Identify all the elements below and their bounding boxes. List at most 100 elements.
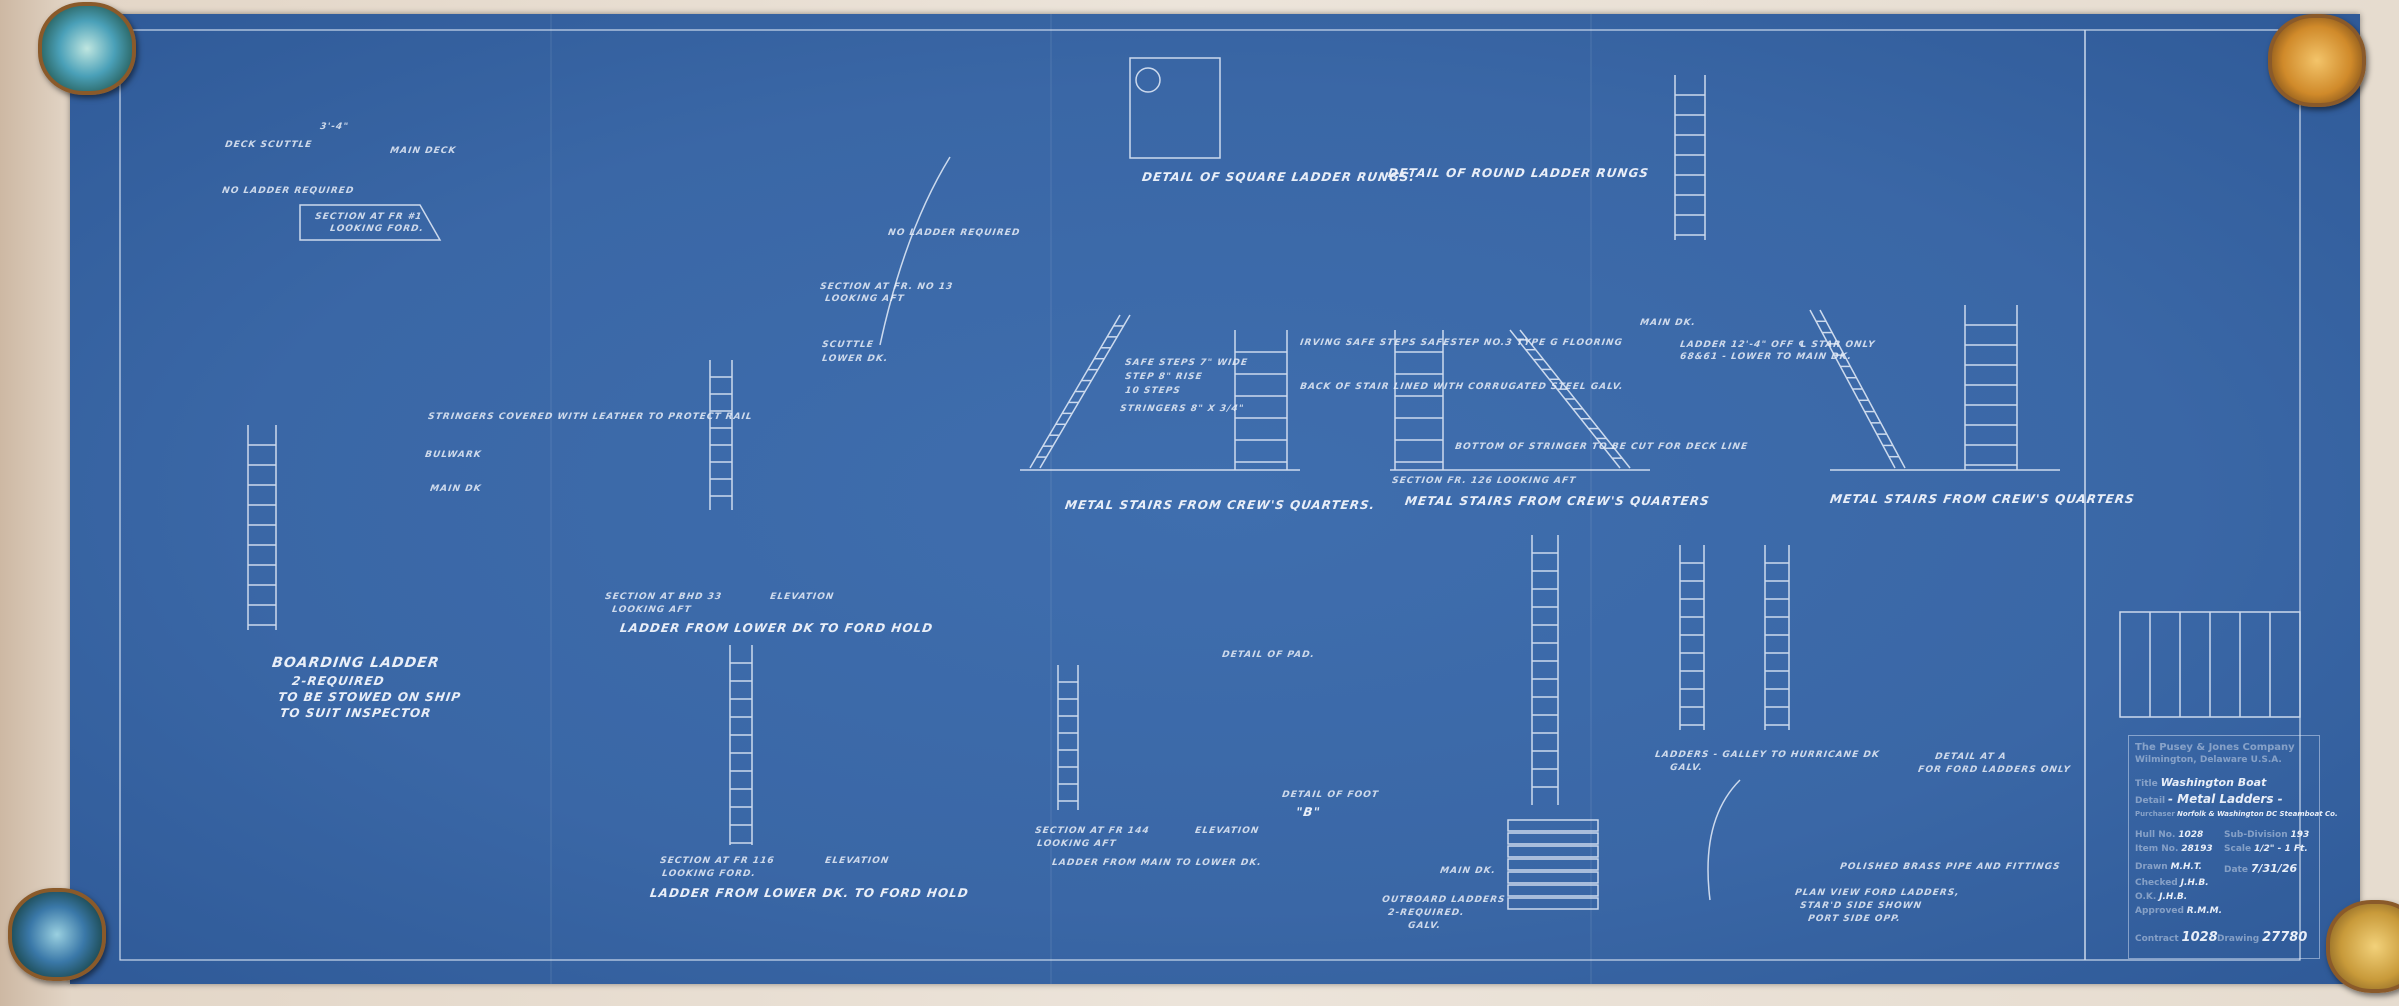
ok-value: J.H.B.: [2159, 892, 2188, 902]
checked-label: Checked: [2135, 878, 2178, 888]
corner-weight-coaster: [38, 2, 136, 95]
fold-line: [1050, 14, 1052, 984]
label-section-fr144: Section at Fr 144: [1034, 826, 1151, 836]
sheet-border: [119, 29, 2301, 961]
outboard-platform-step: [1507, 858, 1599, 871]
label-detail-pad: Detail of Pad.: [1221, 650, 1316, 660]
label-main-dk: Main Dk: [429, 484, 483, 494]
label-ladder-main-lower: Ladder from Main to Lower Dk.: [1051, 858, 1263, 868]
label-plan-view: Plan View Ford Ladders,: [1794, 888, 1961, 898]
label-scuttle: Scuttle: [821, 340, 875, 350]
corner-weight-coaster: [2268, 14, 2366, 107]
label-section-fr1-sub: Looking Ford.: [329, 224, 425, 234]
blueprint-sheet: [70, 14, 2360, 984]
label-brass-rail: Polished Brass Pipe and Fittings: [1839, 862, 2062, 872]
stairs-note: Bottom of Stringer to be cut for Deck Li…: [1454, 442, 1749, 452]
label-dim: 3'-4": [319, 122, 350, 132]
stairs-note: Stringers 8" x 3/4": [1119, 404, 1245, 414]
label-lower-dk: Lower Dk.: [821, 354, 889, 364]
label-outboard-main-dk: Main Dk.: [1439, 866, 1497, 876]
hull-label: Hull No.: [2135, 830, 2176, 840]
label-ladder-star: Ladder 12'-4" off ℄ Star only: [1679, 340, 1877, 350]
label-section-fr144-sub: Looking Aft: [1036, 839, 1118, 849]
stairs-note: Safe Steps 7" Wide: [1124, 358, 1249, 368]
label-round-rungs: Detail of Round Ladder Rungs: [1387, 166, 1650, 180]
label-bulwark: Bulwark: [424, 450, 483, 460]
label-elevation: Elevation: [769, 592, 835, 602]
approved-value: R.M.M.: [2186, 906, 2223, 916]
outboard-platform-step: [1507, 819, 1599, 832]
item-label: Item No.: [2135, 844, 2179, 854]
label-boarding-ladder-3: to be stowed on ship: [277, 690, 463, 704]
detail-label: Detail: [2135, 796, 2166, 806]
label-boarding-ladder-2: 2-Required: [291, 674, 386, 688]
label-section-fr13-sub: Looking Aft: [824, 294, 906, 304]
stairs-note: Irving Safe Steps Safestep No.3 Type G F…: [1299, 338, 1624, 348]
outboard-platform-step: [1507, 845, 1599, 858]
label-stringers-leather: Stringers covered with leather to protec…: [427, 412, 754, 422]
sub-label: Sub-Division: [2224, 830, 2288, 840]
label-outboard-3: Galv.: [1407, 921, 1442, 931]
label-boarding-ladder: Boarding Ladder: [270, 655, 441, 671]
label-plan-view-2: Star'd Side Shown: [1799, 901, 1923, 911]
contract-value: 1028: [2181, 930, 2218, 945]
label-detail-foot: Detail of Foot: [1281, 790, 1380, 800]
label-main-deck: Main Deck: [389, 146, 457, 156]
purchaser-value: Norfolk & Washington DC Steamboat Co.: [2177, 810, 2338, 818]
label-ladder-lower-hold-2: Ladder from Lower Dk. to Ford Hold: [649, 886, 970, 900]
outboard-platform-step: [1507, 832, 1599, 845]
stairs-note: Back of Stair Lined with Corrugated Stee…: [1299, 382, 1625, 392]
rung-circle: [1135, 67, 1161, 93]
stairs-note: 10 Steps: [1124, 386, 1182, 396]
label-section-fr116: Section at Fr 116: [659, 856, 776, 866]
label-section-bhd33-sub: Looking Aft: [611, 605, 693, 615]
label-outboard: Outboard Ladders: [1381, 895, 1507, 905]
scale-value: 1/2" - 1 Ft.: [2253, 844, 2308, 854]
stairs-note: Section Fr. 126 Looking Aft: [1391, 476, 1577, 486]
drawn-label: Drawn: [2135, 862, 2168, 872]
drawn-value: M.H.T.: [2170, 862, 2202, 872]
square-rung-detail: [1129, 57, 1221, 159]
date-value: 7/31/26: [2250, 862, 2298, 875]
purchaser-label: Purchaser: [2135, 810, 2175, 818]
outboard-platform-step: [1507, 884, 1599, 897]
item-value: 28193: [2181, 844, 2213, 854]
hull-section-fr1: [299, 204, 442, 241]
label-detail-a: Detail at A: [1934, 752, 2008, 762]
plan-view-rail: [1707, 779, 1741, 901]
date-label: Date: [2224, 865, 2248, 875]
label-section-fr1: Section at Fr #1: [314, 212, 423, 222]
label-square-rungs: Detail of Square Ladder Rungs.: [1141, 170, 1417, 184]
label-elevation-2: Elevation: [824, 856, 890, 866]
hull-section-fr13: [879, 156, 951, 346]
label-detail-a-2: for Ford Ladders only: [1917, 765, 2072, 775]
drawing-label: Drawing: [2217, 934, 2260, 944]
stairs-note: Main Dk.: [1639, 318, 1697, 328]
label-ladder-star-2: 68&61 - Lower to Main Dk.: [1679, 352, 1853, 362]
corner-weight-coaster: [8, 888, 106, 981]
fold-line: [550, 14, 552, 984]
scale-label: Scale: [2224, 844, 2252, 854]
sub-value: 193: [2290, 830, 2310, 840]
label-metal-stairs-3: Metal Stairs from Crew's Quarters: [1829, 492, 2136, 506]
label-no-ladder-2: No Ladder Required: [887, 228, 1021, 238]
checked-value: J.H.B.: [2180, 878, 2209, 888]
title-value: Washington Boat: [2160, 776, 2267, 789]
label-plan-view-3: Port Side Opp.: [1807, 914, 1902, 924]
drawing-value: 27780: [2262, 930, 2308, 945]
label-boarding-ladder-4: to suit inspector: [279, 706, 433, 720]
label-metal-stairs-1: Metal Stairs from Crew's Quarters.: [1064, 498, 1377, 512]
outboard-platform-step: [1507, 897, 1599, 910]
label-section-bhd33: Section at Bhd 33: [604, 592, 723, 602]
stairs-note: Step 8" Rise: [1124, 372, 1204, 382]
contract-label: Contract: [2135, 934, 2179, 944]
label-elevation-3: Elevation: [1194, 826, 1260, 836]
label-ladder-lower-hold: Ladder from Lower Dk to Ford Hold: [619, 621, 935, 635]
label-no-ladder: No Ladder Required: [221, 186, 355, 196]
title-label: Title: [2135, 779, 2158, 789]
ok-label: O.K.: [2135, 892, 2157, 902]
company-name: The Pusey & Jones Company: [2135, 742, 2295, 753]
corner-weight-coaster: [2326, 900, 2399, 993]
label-metal-stairs-2: Metal Stairs from Crew's Quarters: [1404, 494, 1711, 508]
